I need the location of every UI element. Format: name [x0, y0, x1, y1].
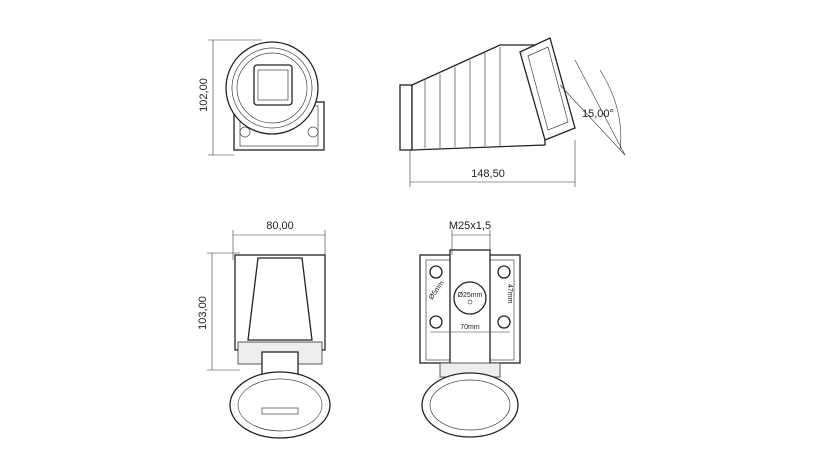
- side-length-dim: 148,50: [471, 168, 505, 180]
- bottom-height-dim: 103,00: [197, 296, 209, 330]
- rear-view: Ø25mm Ø5mm 47mm 70mm M25x1,5: [419, 220, 521, 438]
- side-angle-dim: 15,00°: [582, 108, 614, 120]
- front-height-dim: 102,00: [198, 78, 210, 112]
- side-view: 15,00° 148,50: [399, 37, 626, 187]
- front-view: 102,00: [198, 39, 325, 156]
- horizontal-spacing-label: 70mm: [460, 324, 480, 331]
- bottom-width-dim: 80,00: [266, 220, 294, 232]
- thread-dim: M25x1,5: [449, 220, 491, 232]
- bottom-view: 80,00 103,00: [197, 220, 331, 439]
- center-dia-label: Ø25mm: [458, 292, 483, 299]
- vertical-spacing-label: 47mm: [506, 284, 513, 304]
